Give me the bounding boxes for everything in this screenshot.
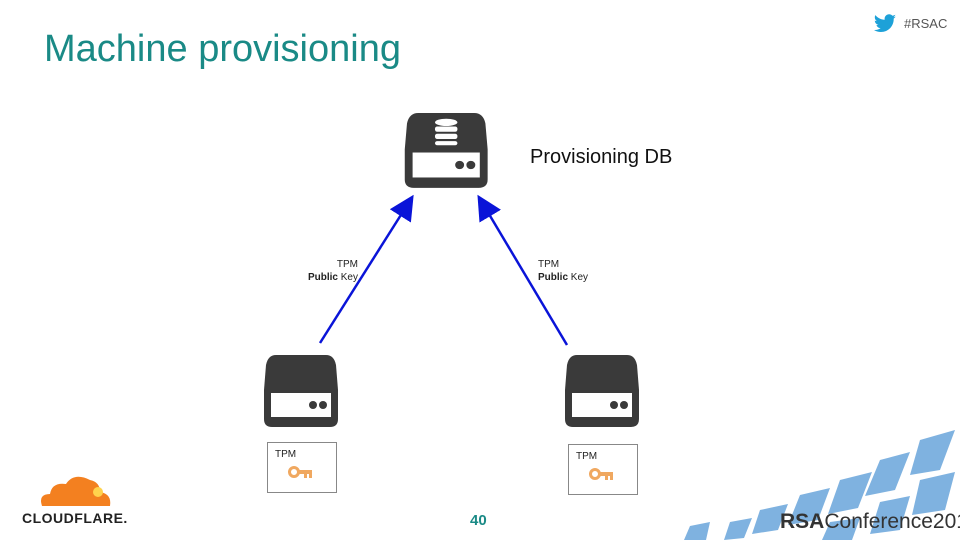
cloudflare-logo-text: CLOUDFLARE. [22,510,128,526]
right-arrow-label: TPM Public Key [538,258,588,284]
db-label: Provisioning DB [530,146,673,168]
left-server-icon [264,355,338,427]
label-rest: Key [568,272,589,283]
db-server-icon [404,113,488,188]
left-arrow-label: TPM Public Key [306,258,358,284]
label-line: TPM [538,259,560,270]
key-icon [589,468,613,480]
label-rest: Key [337,272,358,283]
rsa-rest: Conference2015 [824,510,960,533]
rsa-conference-logo: RSAConference2015 [780,510,960,534]
key-icon [288,466,312,478]
tpm-label: TPM [576,451,598,462]
label-line: TPM [336,259,358,270]
tpm-label: TPM [275,449,297,460]
label-bold: Public [307,272,338,283]
right-server-icon [565,355,639,427]
page-number: 40 [470,512,487,529]
slide-title: Machine provisioning [44,28,401,70]
rsa-bold: RSA [780,510,825,533]
cloudflare-logo-icon [41,476,111,506]
twitter-icon [874,14,896,33]
decorative-tiles [684,430,955,540]
right-arrow [477,194,569,346]
hashtag: #RSAC [904,16,948,31]
tpm-box: TPM [568,444,638,495]
label-bold: Public [538,272,569,283]
tpm-box: TPM [267,442,337,493]
left-arrow [318,194,414,344]
